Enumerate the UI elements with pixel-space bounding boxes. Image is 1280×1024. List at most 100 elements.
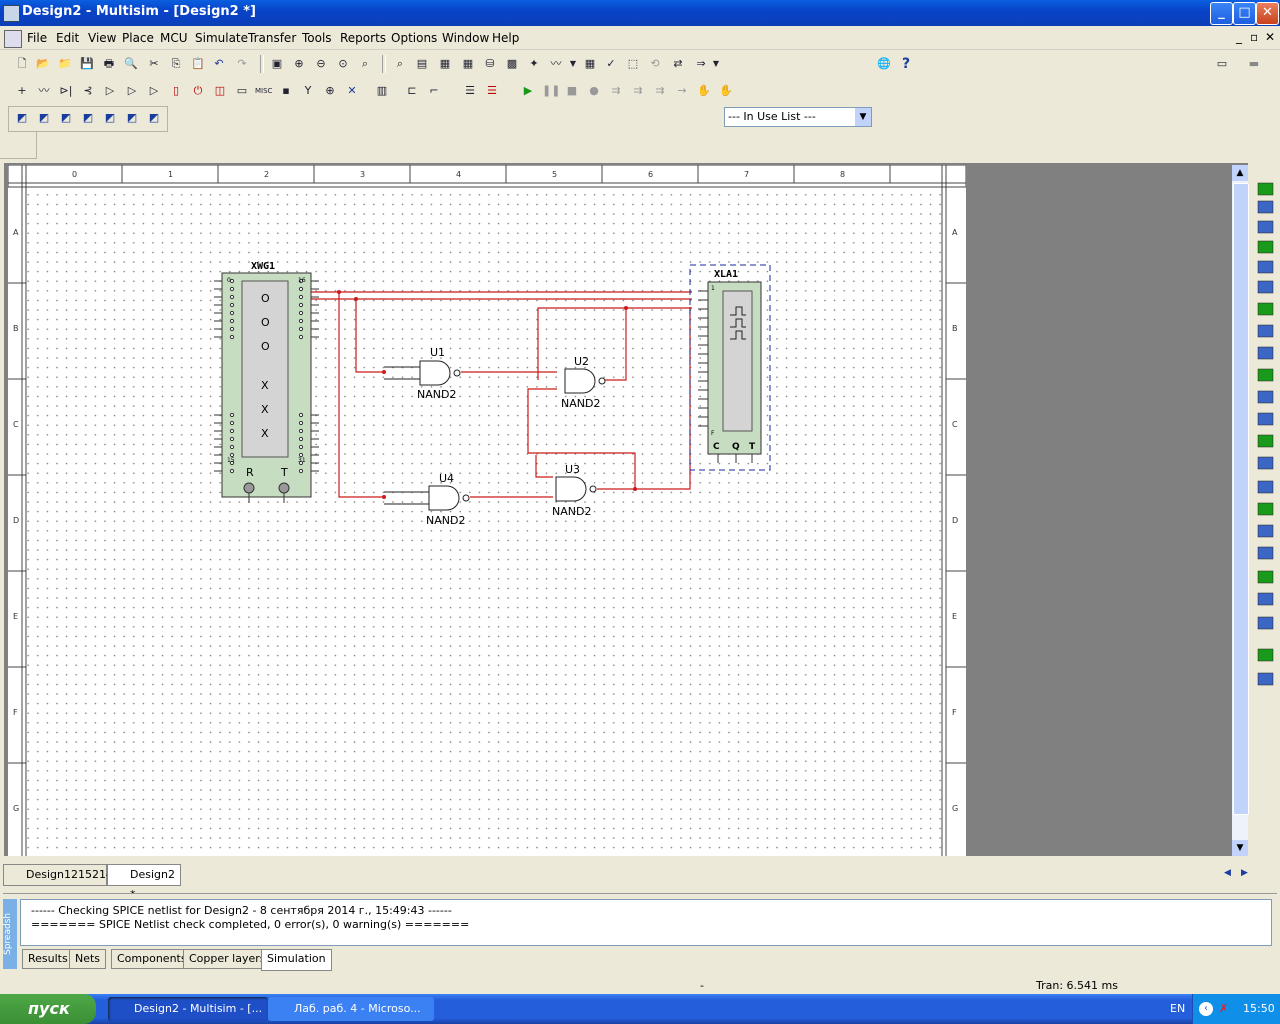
nand-gate-u3[interactable]: U3 NAND2 <box>552 463 597 518</box>
tab-scroll-left-icon[interactable]: ◀ <box>1224 868 1231 878</box>
analysis-icon[interactable]: 〰 <box>550 57 562 70</box>
instrument-icon[interactable] <box>1257 260 1274 274</box>
instrument-icon[interactable] <box>1257 412 1274 426</box>
stop-icon[interactable]: ■ <box>566 84 578 97</box>
instrument-icon[interactable] <box>1257 502 1274 516</box>
redo-icon[interactable]: ↷ <box>237 57 247 70</box>
find-icon[interactable]: ⌕ <box>396 57 404 70</box>
tab-scroll-right-icon[interactable]: ▶ <box>1241 868 1248 878</box>
globe-icon[interactable]: 🌐 <box>877 57 891 70</box>
cut-icon[interactable]: ✂ <box>149 57 159 70</box>
misc-digital-icon[interactable]: ▯ <box>172 84 180 97</box>
design-toolbox-icon[interactable]: ▦ <box>439 57 451 70</box>
breadboard-icon[interactable]: ▬ <box>1248 57 1260 70</box>
vertical-scrollbar[interactable]: ▲ ▼ <box>1232 165 1249 856</box>
transistor-icon[interactable]: ⊰ <box>83 84 93 97</box>
menu-view[interactable]: View <box>88 31 117 45</box>
zoom-in-icon[interactable]: ⊕ <box>294 57 304 70</box>
task-word[interactable]: Лаб. раб. 4 - Microso... <box>268 997 434 1021</box>
menu-mcu[interactable]: MCU <box>160 31 188 45</box>
electromechanical-icon[interactable]: ⊕ <box>325 84 335 97</box>
tray-expand-icon[interactable]: ‹ <box>1199 1002 1213 1016</box>
tab-results[interactable]: Results <box>22 949 74 969</box>
zoom-out-icon[interactable]: ⊖ <box>316 57 326 70</box>
menu-edit[interactable]: Edit <box>56 31 80 45</box>
print-preview-icon[interactable]: 🔍 <box>124 57 138 70</box>
word-generator-xwg1[interactable]: XWG1 0 16 15 31 O O O X X X R T <box>214 261 319 503</box>
hand-icon[interactable]: ✋ <box>697 84 711 97</box>
help-icon[interactable]: ? <box>901 56 911 72</box>
start-button[interactable]: пуск <box>0 994 96 1024</box>
graph-icon[interactable]: ◩ <box>16 111 28 124</box>
open-sample-icon[interactable]: 📁 <box>58 57 72 70</box>
copy-icon[interactable]: ⎘ <box>171 57 181 70</box>
graph-icon[interactable]: ◩ <box>38 111 50 124</box>
select-region-icon[interactable]: ⬚ <box>627 57 639 70</box>
graph-icon[interactable]: ◩ <box>126 111 138 124</box>
list-icon[interactable]: ☰ <box>465 84 475 97</box>
instrument-icon[interactable] <box>1257 302 1274 316</box>
instrument-icon[interactable] <box>1257 434 1274 448</box>
check-icon[interactable]: ✓ <box>606 57 616 70</box>
diode-icon[interactable]: ⊳| <box>59 84 73 97</box>
instrument-icon[interactable] <box>1257 672 1274 686</box>
in-use-list-select[interactable]: --- In Use List --- ▼ <box>724 107 872 127</box>
instrument-icon[interactable] <box>1257 182 1274 196</box>
print-icon[interactable]: 🖶 <box>103 57 115 70</box>
wire-icon[interactable]: ⌐ <box>429 84 439 97</box>
instrument-icon[interactable] <box>1257 346 1274 360</box>
instrument-icon[interactable] <box>1257 616 1274 630</box>
breakpoint-icon[interactable]: ✋ <box>719 84 733 97</box>
instrument-icon[interactable] <box>1257 324 1274 338</box>
mdi-close-button[interactable]: ✕ <box>1265 30 1276 44</box>
transfer-icon[interactable]: ⇒ <box>696 57 706 70</box>
instrument-icon[interactable] <box>1257 220 1274 234</box>
record-icon[interactable]: ● <box>589 84 599 97</box>
tab-copper-layers[interactable]: Copper layers <box>183 949 272 969</box>
menu-file[interactable]: File <box>27 31 48 45</box>
source-icon[interactable]: + <box>17 84 27 97</box>
back-annotate-icon[interactable]: ⟲ <box>650 57 660 70</box>
nand-gate-u4[interactable]: U4 NAND2 <box>384 472 470 527</box>
new-icon[interactable]: 🗋 <box>17 57 27 70</box>
spreadsheet-icon[interactable]: ▦ <box>462 57 474 70</box>
postprocessor-icon[interactable]: ✦ <box>529 57 539 70</box>
minimize-button[interactable]: _ <box>1210 2 1233 25</box>
document-icon[interactable] <box>4 30 22 48</box>
mdi-restore-button[interactable]: ▫ <box>1250 30 1259 44</box>
graph-icon[interactable]: ◩ <box>148 111 160 124</box>
chevron-down-icon[interactable]: ▼ <box>855 108 871 126</box>
graph-icon[interactable]: ◩ <box>82 111 94 124</box>
instrument-icon[interactable] <box>1257 240 1274 254</box>
dropdown-arrow-icon[interactable]: ▼ <box>712 59 720 68</box>
run-to-cursor-icon[interactable]: → <box>677 84 687 97</box>
power-icon[interactable]: ▭ <box>236 84 248 97</box>
tab-design1215214[interactable]: Design1215214 <box>3 864 113 886</box>
analog-icon[interactable]: ▷ <box>105 84 115 97</box>
nand-gate-u2[interactable]: U2 NAND2 <box>561 355 606 410</box>
menu-reports[interactable]: Reports <box>340 31 387 45</box>
instrument-panel-icon[interactable]: ▭ <box>1216 57 1228 70</box>
language-indicator[interactable]: EN <box>1170 1002 1186 1015</box>
instrument-icon[interactable] <box>1257 368 1274 382</box>
component-wizard-icon[interactable]: ▩ <box>506 57 518 70</box>
tab-nets[interactable]: Nets <box>69 949 107 969</box>
close-button[interactable]: ✕ <box>1256 2 1279 25</box>
menu-tools[interactable]: Tools <box>302 31 332 45</box>
scroll-thumb[interactable] <box>1233 183 1249 815</box>
task-multisim[interactable]: Design2 - Multisim - [... <box>108 997 268 1021</box>
menu-simulate[interactable]: Simulate <box>195 31 249 45</box>
erc-icon[interactable]: ▦ <box>584 57 596 70</box>
pause-icon[interactable]: ❚❚ <box>542 84 561 97</box>
menu-transfer[interactable]: Transfer <box>248 31 297 45</box>
instrument-icon[interactable] <box>1257 456 1274 470</box>
instrument-icon[interactable] <box>1257 200 1274 214</box>
instrument-icon[interactable] <box>1257 648 1274 662</box>
basic-icon[interactable]: 〰 <box>38 84 50 97</box>
hierarchical-icon[interactable]: ▥ <box>376 84 388 97</box>
step-icon[interactable]: ⇉ <box>611 84 621 97</box>
undo-icon[interactable]: ↶ <box>214 57 224 70</box>
grapher-icon[interactable]: ▤ <box>416 57 428 70</box>
